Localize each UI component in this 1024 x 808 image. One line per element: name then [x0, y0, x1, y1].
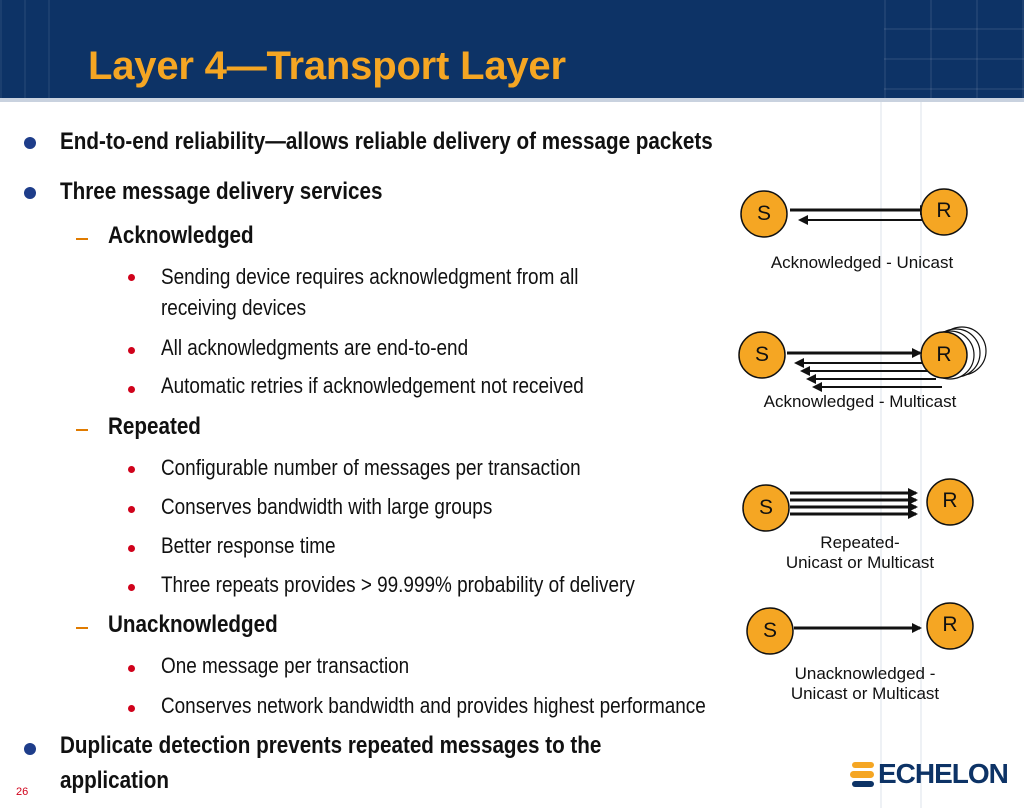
bullet-dot [128, 347, 135, 354]
header-decoration-right [884, 0, 1024, 98]
receiver-label: R [936, 343, 952, 366]
receiver-node [920, 188, 968, 236]
diagram-repeated [742, 478, 974, 532]
sub-bullet-dash [76, 429, 88, 431]
sender-node [740, 190, 788, 238]
bullet-duplicate-detection-cont: application [60, 767, 169, 794]
caption-ack-multicast: Acknowledged - Multicast [763, 392, 957, 411]
list-item: receiving devices [161, 295, 307, 320]
bullet-dot [128, 584, 135, 591]
receiver-label: R [942, 489, 958, 512]
bullet-dot [128, 545, 135, 552]
receiver-node [920, 331, 968, 379]
bullet-dot [128, 386, 135, 393]
bullet-delivery-services: Three message delivery services [60, 178, 383, 205]
receiver-label: R [942, 613, 958, 636]
list-item: Configurable number of messages per tran… [161, 455, 581, 480]
list-item: All acknowledgments are end-to-end [161, 335, 469, 360]
list-item: Three repeats provides > 99.999% probabi… [161, 572, 635, 597]
sender-node [742, 484, 790, 532]
caption-repeated-line2: Unicast or Multicast [785, 553, 935, 572]
bullet-dot [128, 506, 135, 513]
echelon-logo: ECHELON [850, 757, 1015, 793]
logo-text: ECHELON [878, 758, 1009, 789]
slide-title: Layer 4—Transport Layer [88, 44, 566, 88]
list-item: One message per transaction [161, 653, 410, 678]
diagram-ack-multicast [738, 326, 987, 392]
receiver-node [926, 602, 974, 650]
header-decoration-left [0, 0, 60, 98]
list-item: Better response time [161, 533, 336, 558]
sender-node [738, 331, 786, 379]
heading-repeated: Repeated [108, 413, 201, 440]
bullet-dot [24, 187, 36, 199]
sender-node [746, 607, 794, 655]
caption-ack-unicast: Acknowledged - Unicast [770, 253, 954, 272]
diagram-unacknowledged [746, 602, 974, 655]
list-item: Sending device requires acknowledgment f… [161, 264, 579, 289]
sender-label: S [762, 619, 777, 642]
caption-repeated-line1: Repeated- [820, 533, 900, 552]
sub-bullet-dash [76, 238, 88, 240]
receiver-node [926, 478, 974, 526]
logo-mark-icon [850, 762, 874, 787]
bullet-reliability: End-to-end reliability—allows reliable d… [60, 128, 713, 155]
title-bar: Layer 4—Transport Layer [0, 0, 1024, 102]
list-item: Conserves bandwidth with large groups [161, 494, 493, 519]
sender-label: S [758, 496, 773, 519]
bullet-dot [24, 137, 36, 149]
bullet-dot [128, 466, 135, 473]
caption-unack-line1: Unacknowledged - [794, 664, 936, 683]
heading-unacknowledged: Unacknowledged [108, 611, 278, 638]
sender-label: S [756, 202, 771, 225]
bullet-duplicate-detection: Duplicate detection prevents repeated me… [60, 732, 602, 759]
diagram-ack-unicast [740, 188, 968, 238]
sub-bullet-dash [76, 627, 88, 629]
receiver-label: R [936, 199, 952, 222]
heading-acknowledged: Acknowledged [108, 222, 254, 249]
bullet-dot [128, 665, 135, 672]
bullet-dot [24, 743, 36, 755]
bullet-dot [128, 274, 135, 281]
sender-label: S [754, 343, 769, 366]
list-item: Automatic retries if acknowledgement not… [161, 373, 584, 398]
bullet-dot [128, 705, 135, 712]
list-item: Conserves network bandwidth and provides… [161, 693, 706, 718]
page-number: 26 [16, 786, 29, 798]
caption-unack-line2: Unicast or Multicast [790, 684, 940, 703]
